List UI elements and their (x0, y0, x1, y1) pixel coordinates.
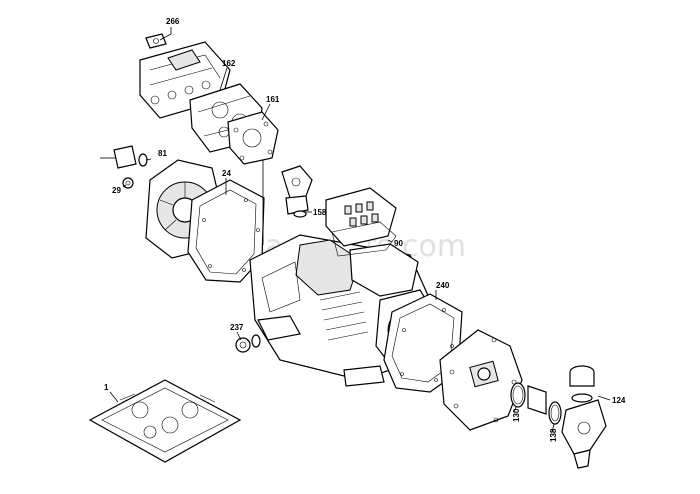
head-gasket (227, 111, 279, 165)
gasket-kit (88, 379, 242, 463)
plug-237 (235, 334, 261, 353)
label-29: 29 (112, 186, 121, 195)
label-161: 161 (266, 95, 280, 104)
label-138: 138 (549, 428, 558, 442)
label-266: 266 (166, 17, 180, 26)
label-158: 158 (313, 208, 327, 217)
label-240: 240 (436, 281, 450, 290)
leader-lines (109, 27, 611, 433)
label-162: 162 (222, 59, 236, 68)
callout-labels: 266 162 161 81 29 24 158 90 240 237 1 12… (104, 17, 626, 442)
label-237: 237 (230, 323, 244, 332)
label-81: 81 (158, 149, 167, 158)
label-130: 130 (512, 408, 521, 422)
label-24: 24 (222, 169, 231, 178)
service-valve (281, 165, 313, 218)
label-90: 90 (394, 239, 403, 248)
label-1: 1 (104, 383, 109, 392)
label-124: 124 (612, 396, 626, 405)
sensor-plug (100, 145, 148, 189)
terminal-plate (325, 187, 397, 257)
oil-pump (561, 365, 607, 469)
bearing-cover (439, 329, 523, 431)
seal-rings (510, 382, 562, 425)
